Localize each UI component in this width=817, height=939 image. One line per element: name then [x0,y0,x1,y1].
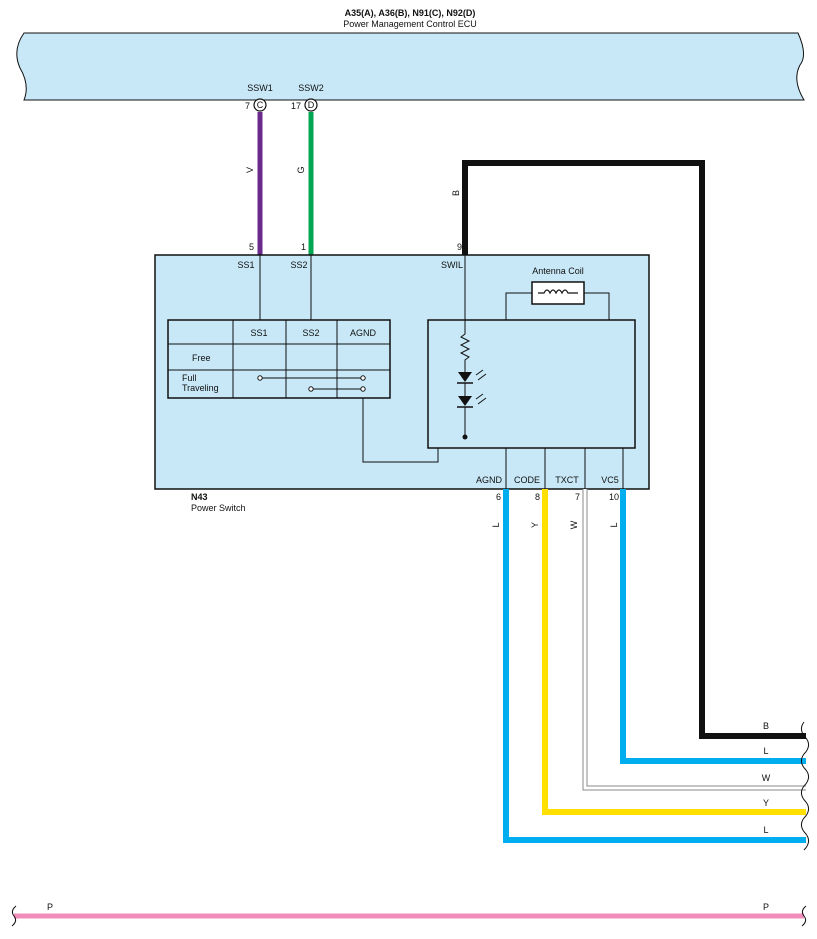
pin-ss1-label: SS1 [237,260,254,270]
led-2-icon [457,393,487,408]
wire-txct-code: W [569,520,579,529]
connector-d-circle [304,98,318,112]
right-label-y: Y [763,798,769,808]
wire-vc5-code: L [609,522,619,527]
pin-ss2-label: SS2 [290,260,307,270]
lead-antenna-left [505,292,532,320]
antenna-coil-label: Antenna Coil [532,266,584,276]
wire-ssw1-code: V [245,167,255,173]
right-label-w: W [762,773,771,783]
wire-vc5 [620,489,806,764]
break-mark-left [11,905,17,927]
break-mark-right [800,721,810,851]
table-row-full-line2: Traveling [182,383,219,393]
led-1-icon [457,368,487,384]
wire-code [542,489,806,815]
resistor-icon [459,320,471,368]
ecu-pin-ssw2-num: 17 [291,101,301,111]
wire-code-code: Y [530,522,540,528]
coil-icon [538,289,578,295]
pin-1-num: 1 [301,242,306,252]
pin-9-num: 9 [457,242,462,252]
switch-contacts [257,375,366,392]
pin-agnd-label: AGND [476,475,503,485]
pin-5-num: 5 [249,242,254,252]
pin-10-num: 10 [609,492,619,502]
ecu-title: A35(A), A36(B), N91(C), N92(D) [345,8,476,18]
switch-name: Power Switch [191,503,246,513]
right-label-l2: L [763,825,768,835]
table-row-free: Free [192,353,211,363]
junction-dot [462,434,468,440]
switch-position-table [167,319,391,399]
wire-ssw2-code: G [296,166,306,173]
wire-txct [583,489,806,790]
lead-antenna-right [584,292,610,320]
ecu-pin-ssw1-label: SSW1 [247,83,273,93]
wire-agnd [503,489,806,843]
right-label-l1: L [763,746,768,756]
connector-d-label: D [308,100,315,110]
pin-7-num: 7 [575,492,580,502]
ecu-name: Power Management Control ECU [343,19,477,29]
connector-c-circle [253,98,267,112]
right-label-b: B [763,721,769,731]
break-mark-bottom-right [801,905,807,927]
pin-code-label: CODE [514,475,540,485]
table-header-ss1: SS1 [250,328,267,338]
wire-swil-code: B [451,190,461,196]
switch-id: N43 [191,492,208,502]
pin-8-num: 8 [535,492,540,502]
wire-pink-code-right: P [763,902,769,912]
wire-agnd-code: L [491,522,501,527]
table-header-ss2: SS2 [302,328,319,338]
pin-txct-label: TXCT [555,475,579,485]
table-header-agnd: AGND [350,328,377,338]
wire-pink-code-left: P [47,902,53,912]
pin-6-num: 6 [496,492,501,502]
ecu-body [16,32,805,101]
ecu-pin-ssw2-label: SSW2 [298,83,324,93]
pin-swil-label: SWIL [441,260,463,270]
indicator-module-box [427,319,636,449]
wire-txct-outline [582,489,806,791]
table-row-full-line1: Full [182,373,197,383]
connector-c-label: C [257,100,264,110]
ecu-pin-ssw1-num: 7 [245,101,250,111]
wire-swil [462,160,806,739]
pin-vc5-label: VC5 [601,475,619,485]
